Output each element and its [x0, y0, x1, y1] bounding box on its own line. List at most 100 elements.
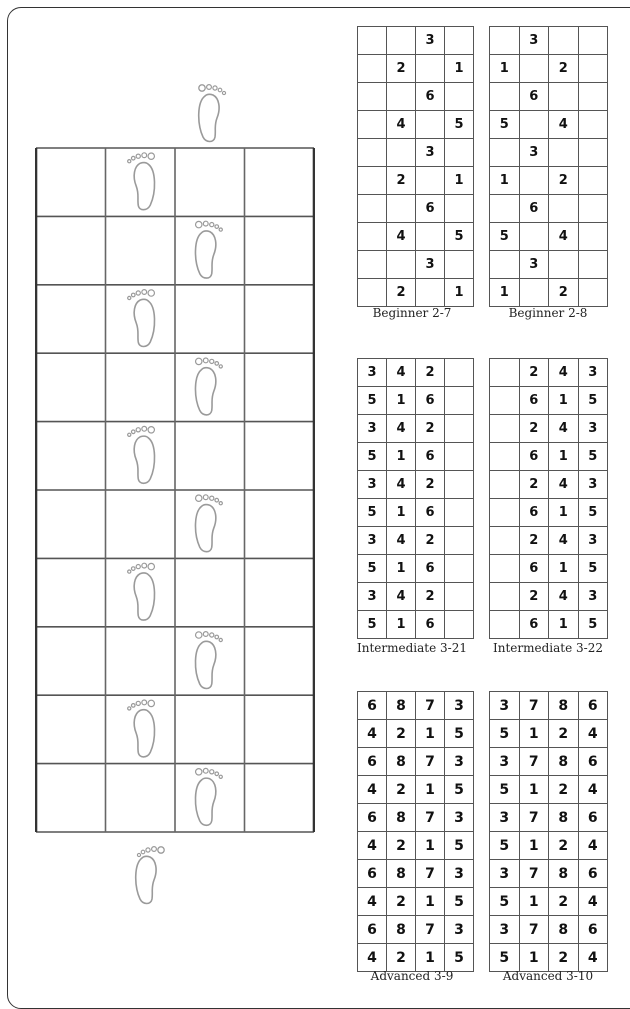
grid-cell: 1	[445, 167, 474, 195]
grid-cell	[578, 279, 608, 307]
grid-cell: 1	[416, 832, 445, 860]
grid-cell	[387, 27, 416, 55]
grid-cell: 4	[358, 832, 387, 860]
grid-cell: 1	[490, 167, 520, 195]
grid-cell	[358, 111, 387, 139]
grid-row: 3	[358, 251, 474, 279]
grid-cell: 1	[519, 832, 549, 860]
grid-cell: 1	[445, 279, 474, 307]
grid-cell	[445, 83, 474, 111]
grid-cell: 2	[387, 944, 416, 972]
grid-cell: 7	[416, 748, 445, 776]
grid-cell: 3	[358, 359, 387, 387]
grid-cell: 3	[358, 471, 387, 499]
grid-cell	[387, 83, 416, 111]
grid-cell: 2	[416, 359, 445, 387]
grid-cell: 3	[490, 692, 520, 720]
grid-cell: 5	[578, 555, 608, 583]
grid-cell	[519, 167, 549, 195]
grid-cell: 2	[387, 167, 416, 195]
grid-cell: 8	[549, 804, 579, 832]
grid-cell: 6	[519, 195, 549, 223]
grid-cell: 5	[445, 776, 474, 804]
grid-cell	[490, 555, 520, 583]
grid-cell: 4	[578, 832, 608, 860]
grid-cell: 3	[490, 748, 520, 776]
grid-cell	[490, 499, 520, 527]
grid-cell: 7	[519, 804, 549, 832]
grid-cell	[490, 359, 520, 387]
grid-cell	[445, 443, 474, 471]
footprint-icon	[128, 563, 155, 620]
end-footprint-icon	[130, 844, 174, 906]
grid-cell: 2	[549, 720, 579, 748]
grid-cell: 2	[387, 279, 416, 307]
grid-cell	[549, 27, 579, 55]
caption-intermediate-3-21: Intermediate 3-21	[352, 641, 472, 655]
grid-cell: 6	[416, 555, 445, 583]
grid-cell: 5	[358, 387, 387, 415]
grid-row: 6	[490, 195, 608, 223]
grid-cell: 5	[358, 555, 387, 583]
grid-cell: 6	[416, 83, 445, 111]
grid-cell: 7	[416, 804, 445, 832]
grid-cell: 6	[416, 195, 445, 223]
grid-cell: 5	[578, 611, 608, 639]
grid-cell: 5	[490, 720, 520, 748]
footprint-icon	[128, 153, 155, 210]
grid-cell: 4	[387, 471, 416, 499]
grid-cell: 7	[519, 860, 549, 888]
grid-cell: 5	[358, 499, 387, 527]
grid-cell	[445, 611, 474, 639]
grid-cell	[416, 55, 445, 83]
grid-cell	[445, 583, 474, 611]
grid-cell: 5	[578, 443, 608, 471]
grid-cell: 4	[549, 527, 579, 555]
grid-cell	[358, 251, 387, 279]
footprint-icon	[195, 221, 222, 278]
grid-cell	[549, 195, 579, 223]
grid-cell: 8	[387, 748, 416, 776]
grid-cell: 6	[578, 804, 608, 832]
grid-cell: 2	[416, 527, 445, 555]
grid-cell: 3	[578, 527, 608, 555]
grid-cell	[490, 527, 520, 555]
grid-cell: 4	[387, 527, 416, 555]
grid-cell: 5	[445, 223, 474, 251]
grid-cell: 1	[416, 944, 445, 972]
grid-cell	[578, 83, 608, 111]
grid-cell: 5	[490, 223, 520, 251]
grid-cell: 3	[578, 415, 608, 443]
grid-cell	[549, 83, 579, 111]
grid-row: 3	[490, 27, 608, 55]
grid-cell: 4	[549, 111, 579, 139]
grid-cell	[358, 279, 387, 307]
grid-cell: 4	[387, 583, 416, 611]
grid-cell: 4	[358, 776, 387, 804]
grid-cell: 1	[519, 888, 549, 916]
footprint-icon	[128, 700, 155, 757]
grid-cell: 7	[519, 748, 549, 776]
grid-cell	[490, 471, 520, 499]
grid-cell: 3	[445, 916, 474, 944]
grid-cell: 1	[387, 555, 416, 583]
